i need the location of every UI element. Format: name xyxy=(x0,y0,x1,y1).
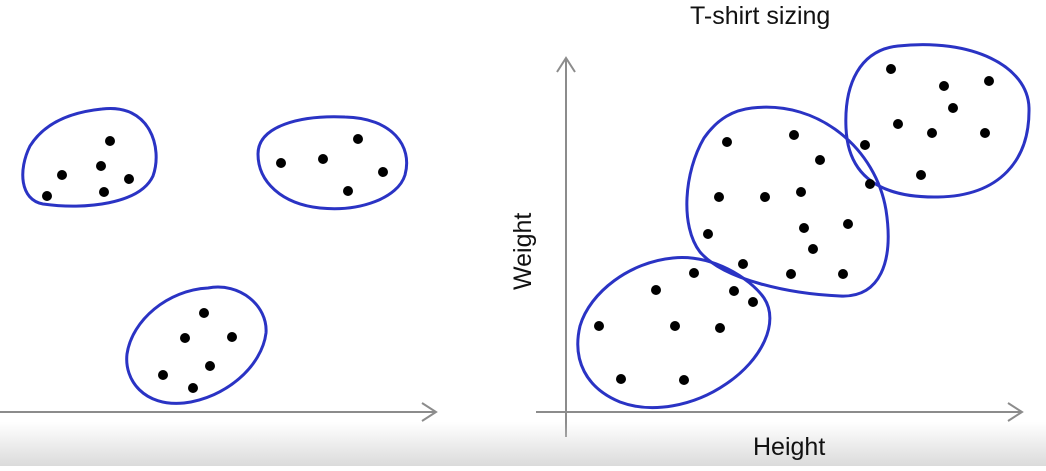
data-point xyxy=(42,191,52,201)
data-point xyxy=(860,140,870,150)
data-point xyxy=(703,229,713,239)
data-point xyxy=(729,286,739,296)
data-point xyxy=(786,269,796,279)
data-point xyxy=(789,130,799,140)
data-point xyxy=(865,179,875,189)
data-point xyxy=(99,187,109,197)
data-point xyxy=(715,323,725,333)
data-point xyxy=(927,128,937,138)
y-axis-arrowhead xyxy=(556,56,576,73)
data-point xyxy=(916,170,926,180)
data-point xyxy=(276,158,286,168)
data-point xyxy=(815,155,825,165)
cluster-outline xyxy=(576,256,772,409)
data-point xyxy=(886,64,896,74)
data-point xyxy=(760,192,770,202)
data-point xyxy=(679,375,689,385)
data-point xyxy=(105,136,115,146)
data-point xyxy=(843,219,853,229)
data-point xyxy=(670,321,680,331)
data-point xyxy=(984,76,994,86)
data-point xyxy=(738,259,748,269)
bottom-shade xyxy=(0,422,1046,466)
data-point xyxy=(378,167,388,177)
x-axis-label: Height xyxy=(753,433,826,461)
data-point xyxy=(57,170,67,180)
cluster-outline xyxy=(125,285,268,405)
data-point xyxy=(714,192,724,202)
data-point xyxy=(689,268,699,278)
data-point xyxy=(980,128,990,138)
data-point xyxy=(205,361,215,371)
data-point xyxy=(893,119,903,129)
data-point xyxy=(199,308,209,318)
cluster-outline xyxy=(256,115,409,211)
y-axis-label: Weight xyxy=(509,212,537,290)
data-point xyxy=(948,103,958,113)
data-point xyxy=(353,134,363,144)
data-point xyxy=(96,161,106,171)
data-point xyxy=(651,285,661,295)
data-point xyxy=(799,223,809,233)
data-point xyxy=(722,137,732,147)
cluster-outline xyxy=(21,107,158,208)
data-point xyxy=(188,383,198,393)
data-point xyxy=(594,321,604,331)
data-point xyxy=(343,186,353,196)
data-point xyxy=(796,187,806,197)
diagram-title: T-shirt sizing xyxy=(690,2,831,30)
data-point xyxy=(808,244,818,254)
cluster-outline xyxy=(685,105,890,298)
data-point xyxy=(748,297,758,307)
data-point xyxy=(180,333,190,343)
data-point xyxy=(124,174,134,184)
right-panel xyxy=(536,43,1031,437)
data-point xyxy=(838,269,848,279)
data-point xyxy=(939,81,949,91)
left-panel xyxy=(0,107,438,422)
cluster-outline xyxy=(844,43,1031,199)
data-point xyxy=(318,154,328,164)
left-x-axis-arrowhead xyxy=(421,402,438,422)
x-axis-arrowhead xyxy=(1007,402,1024,422)
data-point xyxy=(158,370,168,380)
data-point xyxy=(227,332,237,342)
data-point xyxy=(616,374,626,384)
